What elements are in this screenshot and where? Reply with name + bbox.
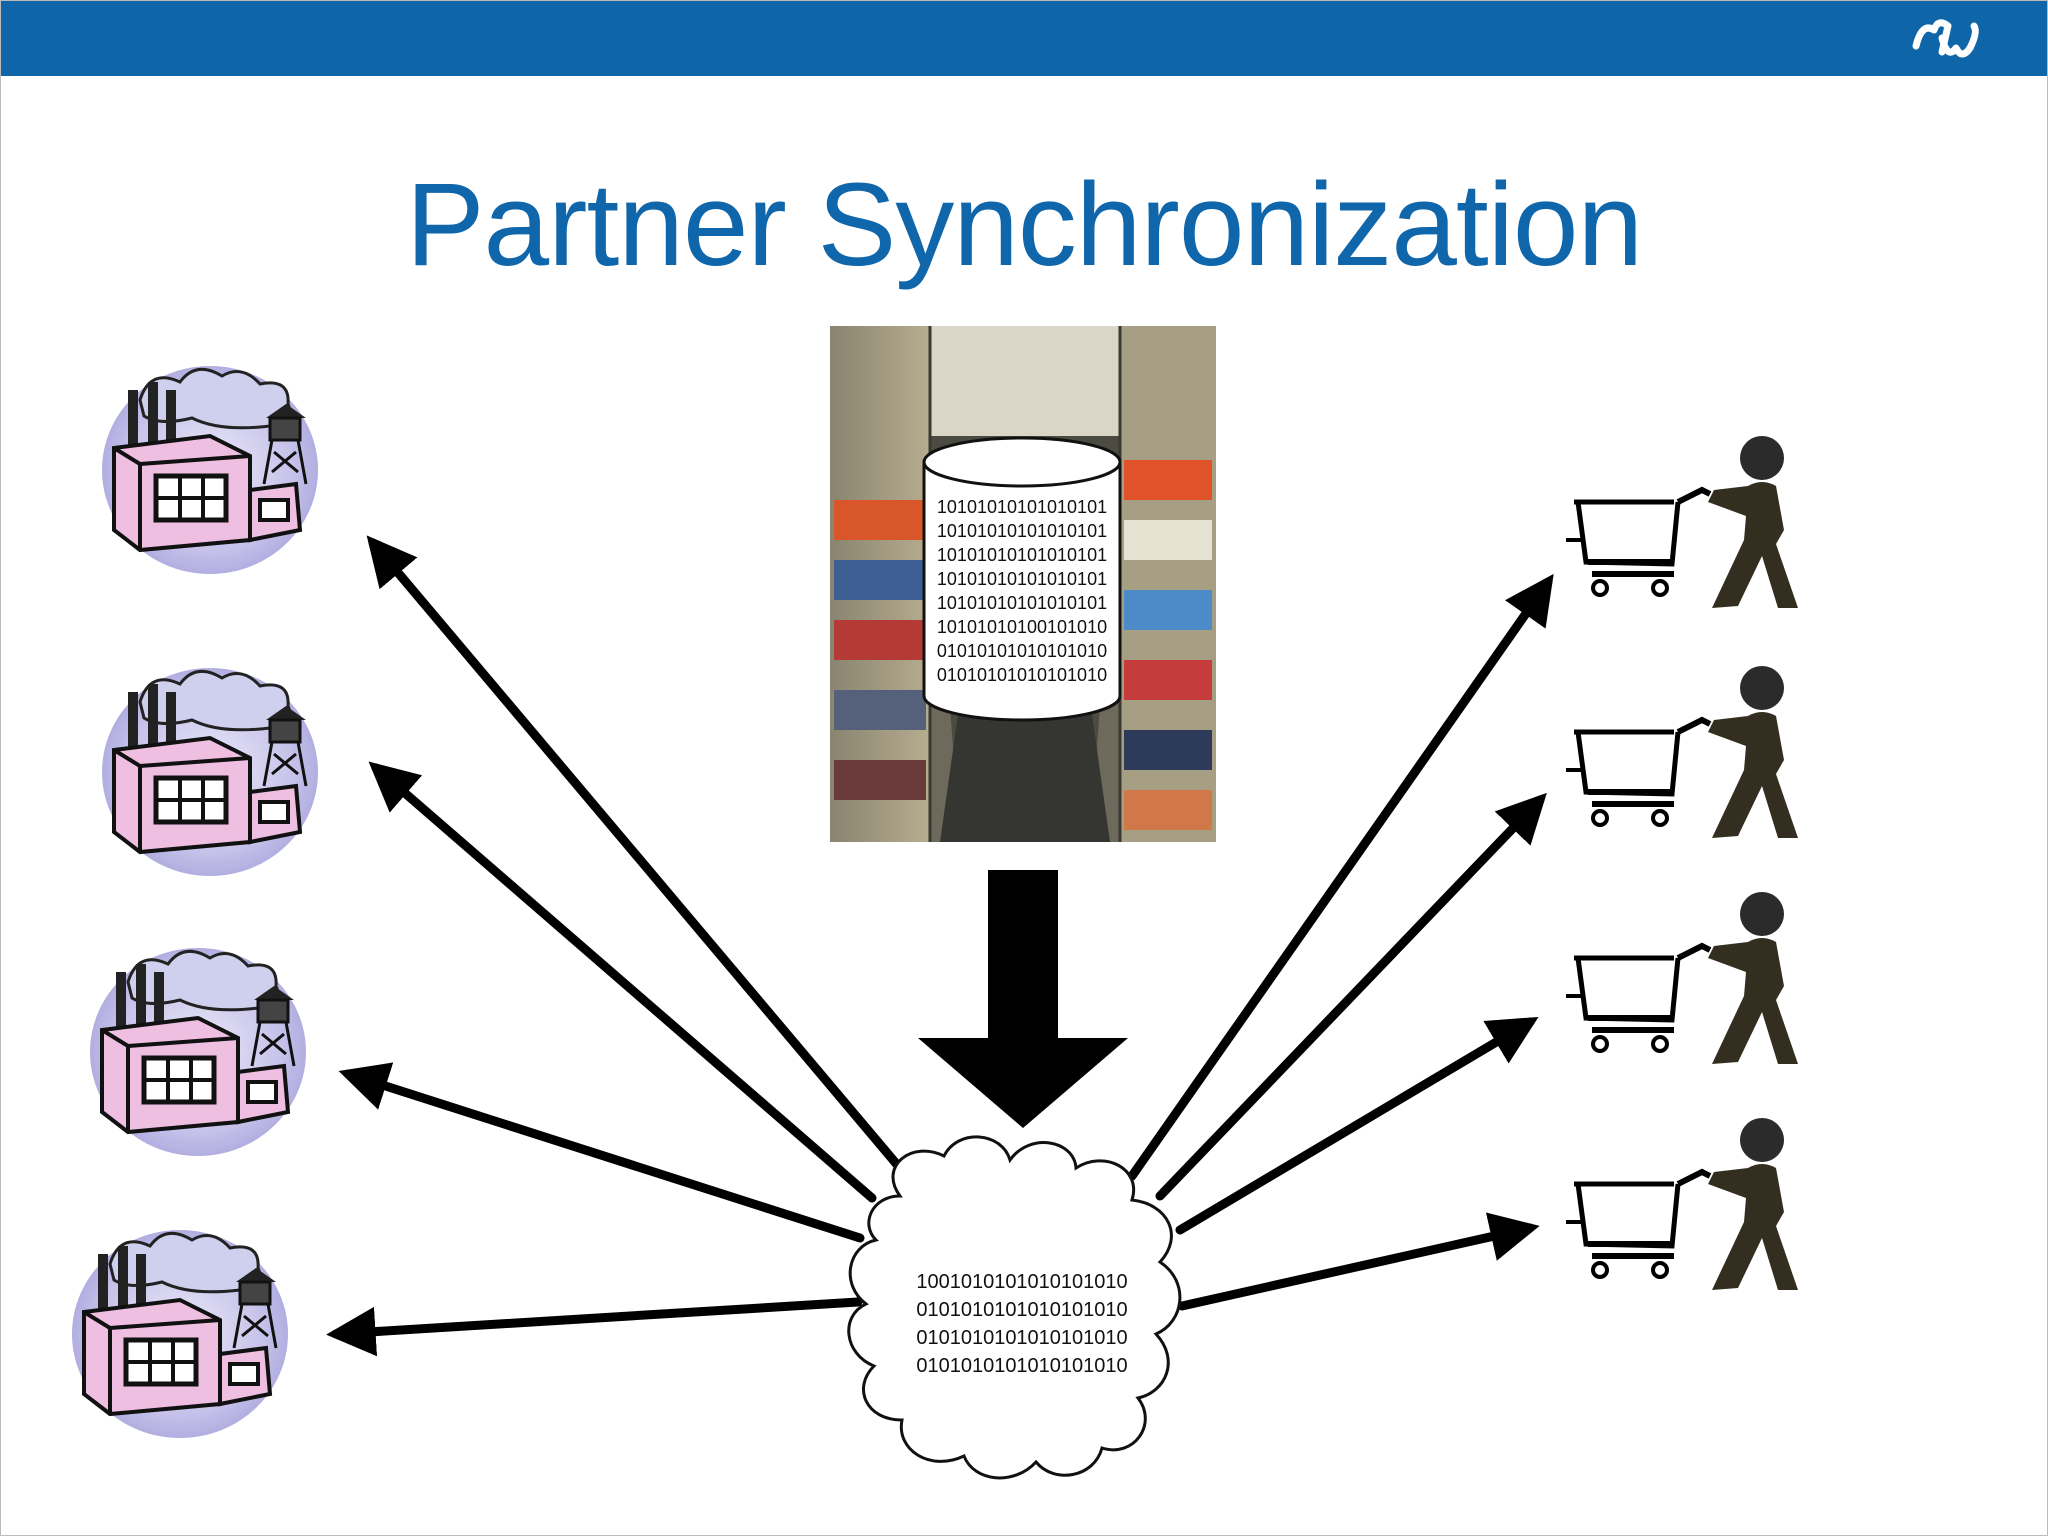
database-cylinder — [922, 436, 1122, 722]
database-line: 10101010101010101 — [937, 569, 1107, 589]
arrow-to-shopper — [1175, 1016, 1539, 1235]
database-line: 10101010101010101 — [937, 545, 1107, 565]
cloud-line: 1001010101010101010 — [916, 1271, 1127, 1293]
header-bar — [0, 0, 2048, 76]
data-cloud — [847, 1135, 1182, 1480]
shopper-icon — [1566, 666, 1798, 838]
database-line: 10101010100101010 — [937, 617, 1107, 637]
arrow-to-shopper — [1127, 573, 1554, 1181]
factory-icon — [90, 948, 306, 1156]
arrow-to-shopper — [1155, 792, 1547, 1201]
shopper-icon — [1566, 1118, 1798, 1290]
mw-logo-icon — [1912, 19, 1979, 58]
database-line: 10101010101010101 — [937, 521, 1107, 541]
shopper-icon — [1566, 436, 1798, 608]
cloud-line: 0101010101010101010 — [916, 1355, 1127, 1377]
factory-icon — [72, 1230, 288, 1438]
cloud-line: 0101010101010101010 — [916, 1299, 1127, 1321]
factory-icon — [102, 366, 318, 574]
arrow-to-shopper — [1177, 1212, 1540, 1311]
arrow-to-factory — [338, 1062, 865, 1243]
cloud-line: 0101010101010101010 — [916, 1327, 1127, 1349]
slide-title: Partner Synchronization — [405, 159, 1643, 291]
database-line: 10101010101010101 — [937, 593, 1107, 613]
database-line: 01010101010101010 — [937, 665, 1107, 685]
arrow-to-factory — [326, 1297, 863, 1357]
factory-icon — [102, 668, 318, 876]
arrow-to-factory — [368, 761, 877, 1203]
down-arrow-icon — [918, 870, 1128, 1128]
arrow-to-factory — [366, 535, 915, 1185]
database-line: 01010101010101010 — [937, 641, 1107, 661]
shopper-icon — [1566, 892, 1798, 1064]
database-line: 10101010101010101 — [937, 497, 1107, 517]
